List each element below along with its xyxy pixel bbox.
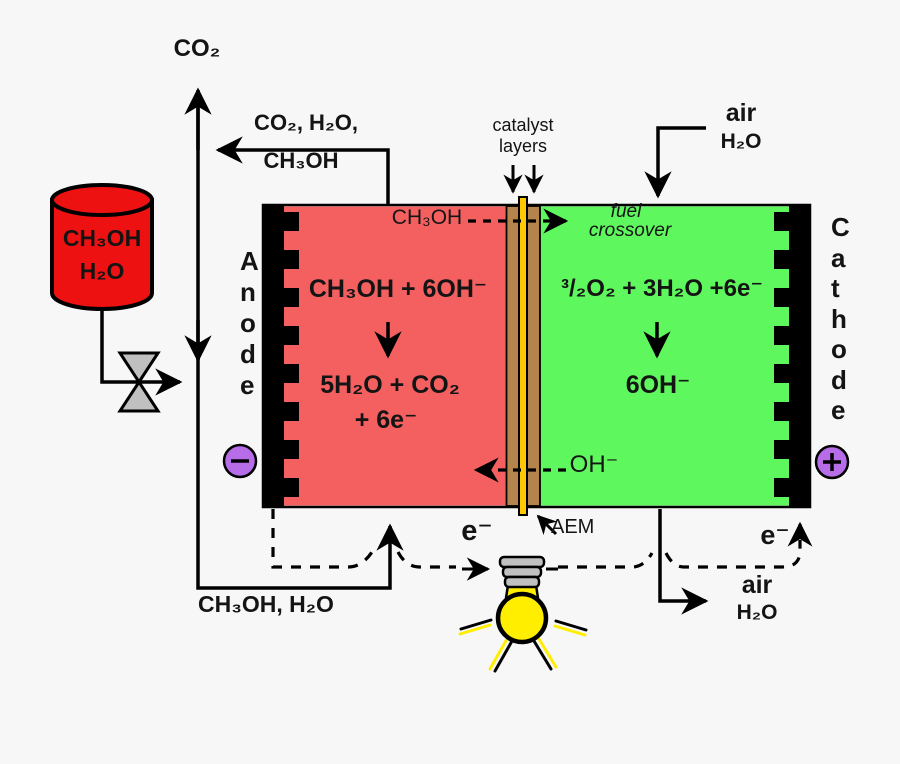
air-outlet-arrow xyxy=(658,509,709,615)
cathode-label: Cathode xyxy=(831,212,850,425)
tank-feed-pipe xyxy=(100,308,183,396)
aem-pointer-arrow xyxy=(536,514,558,536)
tank-label-line2: H₂O xyxy=(79,258,125,284)
crossover-species-label: CH₃OH xyxy=(391,206,463,229)
catalyst-label-line1: catalyst xyxy=(492,115,554,135)
anode-reaction-products1: 5H₂O + CO₂ xyxy=(320,371,460,399)
electron-label-left: e⁻ xyxy=(461,515,493,547)
electron-label-right: e⁻ xyxy=(760,520,790,550)
air-inlet-arrow xyxy=(644,126,706,199)
cathode-catalyst-layer xyxy=(525,205,541,507)
anode-reaction-products2: + 6e⁻ xyxy=(354,406,418,434)
anode-reaction-reactants: CH₃OH + 6OH⁻ xyxy=(308,275,488,303)
plus-terminal-icon xyxy=(814,444,850,480)
external-circuit xyxy=(271,509,802,569)
bottom-feed-label: CH₃OH, H₂O xyxy=(198,591,334,617)
minus-terminal-icon xyxy=(222,443,258,479)
cathode-electrode xyxy=(774,205,810,507)
tank-label-line1: CH₃OH xyxy=(62,225,142,251)
aem-membrane xyxy=(518,196,528,516)
hydroxide-label: OH⁻ xyxy=(569,451,619,478)
valve-icon xyxy=(117,351,161,413)
air-outlet-label-line1: air xyxy=(741,571,773,599)
fuel-crossover-label-line2: crossover xyxy=(588,220,672,241)
anode-electrode xyxy=(263,205,299,507)
cathode-compartment xyxy=(540,206,808,506)
anode-catalyst-layer xyxy=(505,205,521,507)
cathode-reaction-products: 6OH⁻ xyxy=(625,371,691,399)
cathode-reaction-reactants: ³/₂O₂ + 3H₂O +6e⁻ xyxy=(560,275,764,302)
catalyst-label-line2: layers xyxy=(498,136,548,156)
fuel-tank-icon xyxy=(50,183,154,311)
fuel-crossover-label-line1: fuel xyxy=(610,201,642,222)
recycle-label-line1: CO₂, H₂O, xyxy=(254,110,358,135)
anode-compartment xyxy=(264,206,508,506)
air-inlet-label-line2: H₂O xyxy=(720,130,762,153)
light-bulb-icon xyxy=(458,555,588,673)
air-inlet-label-line1: air xyxy=(725,99,757,127)
air-outlet-label-line2: H₂O xyxy=(736,601,778,624)
anode-label: Anode xyxy=(240,246,259,400)
recycle-label-line2: CH₃OH xyxy=(263,148,339,173)
aem-label: AEM xyxy=(551,516,595,538)
co2-outlet-label: CO₂ xyxy=(173,35,221,62)
recycle-arrow xyxy=(215,136,390,205)
